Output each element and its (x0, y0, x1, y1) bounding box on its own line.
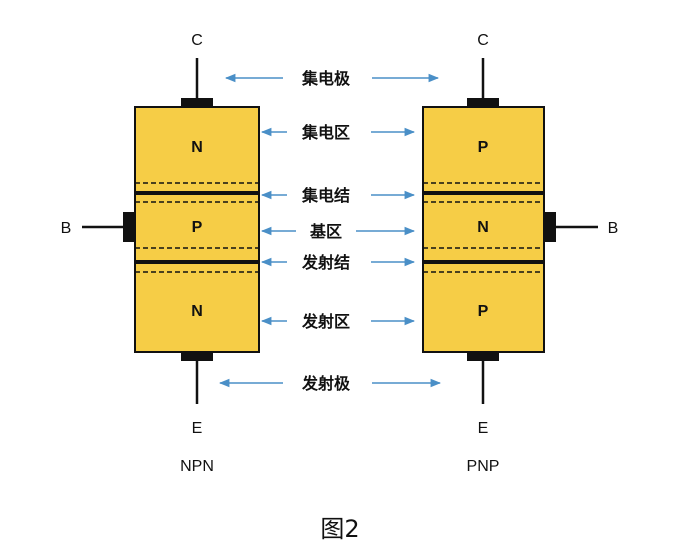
base-region-label: 基区 (309, 222, 342, 241)
npn-type-label: NPN (180, 458, 214, 475)
pnp-transistor: P N P C B E PNP (422, 32, 619, 475)
npn-body (134, 106, 260, 353)
npn-emitter-label: E (192, 420, 203, 437)
npn-transistor: N P N C B E NPN (61, 32, 260, 475)
pnp-collector-label: C (477, 32, 489, 49)
pnp-body (422, 106, 545, 353)
pnp-base-contact (544, 212, 556, 242)
pnp-emitter-label: E (478, 420, 489, 437)
collector-junction-label: 集电结 (301, 186, 350, 205)
pnp-type-label: PNP (467, 458, 500, 475)
emitter-region-label: 发射区 (301, 312, 350, 331)
pnp-region-middle: N (477, 219, 489, 236)
pnp-base-label: B (608, 220, 619, 237)
pnp-region-bottom: P (478, 303, 489, 320)
npn-base-contact (123, 212, 135, 242)
collector-region-label: 集电区 (301, 123, 350, 142)
npn-base-label: B (61, 220, 72, 237)
npn-region-middle: P (192, 219, 203, 236)
center-labels: 集电极 集电区 集电结 基区 发射结 发射区 发射极 (218, 69, 442, 393)
npn-region-bottom: N (191, 303, 203, 320)
npn-emitter-junction (135, 247, 259, 273)
figure-caption: 图2 (320, 515, 359, 543)
collector-electrode-label: 集电极 (301, 69, 351, 88)
pnp-collector-contact (467, 98, 499, 108)
pnp-emitter-junction (423, 247, 544, 273)
npn-region-top: N (191, 139, 203, 156)
npn-collector-label: C (191, 32, 203, 49)
emitter-junction-label: 发射结 (301, 253, 350, 272)
pnp-region-top: P (478, 139, 489, 156)
npn-emitter-contact (181, 351, 213, 361)
npn-collector-junction (135, 182, 259, 203)
emitter-electrode-label: 发射极 (301, 374, 351, 393)
pnp-emitter-contact (467, 351, 499, 361)
npn-collector-contact (181, 98, 213, 108)
pnp-collector-junction (423, 182, 544, 203)
